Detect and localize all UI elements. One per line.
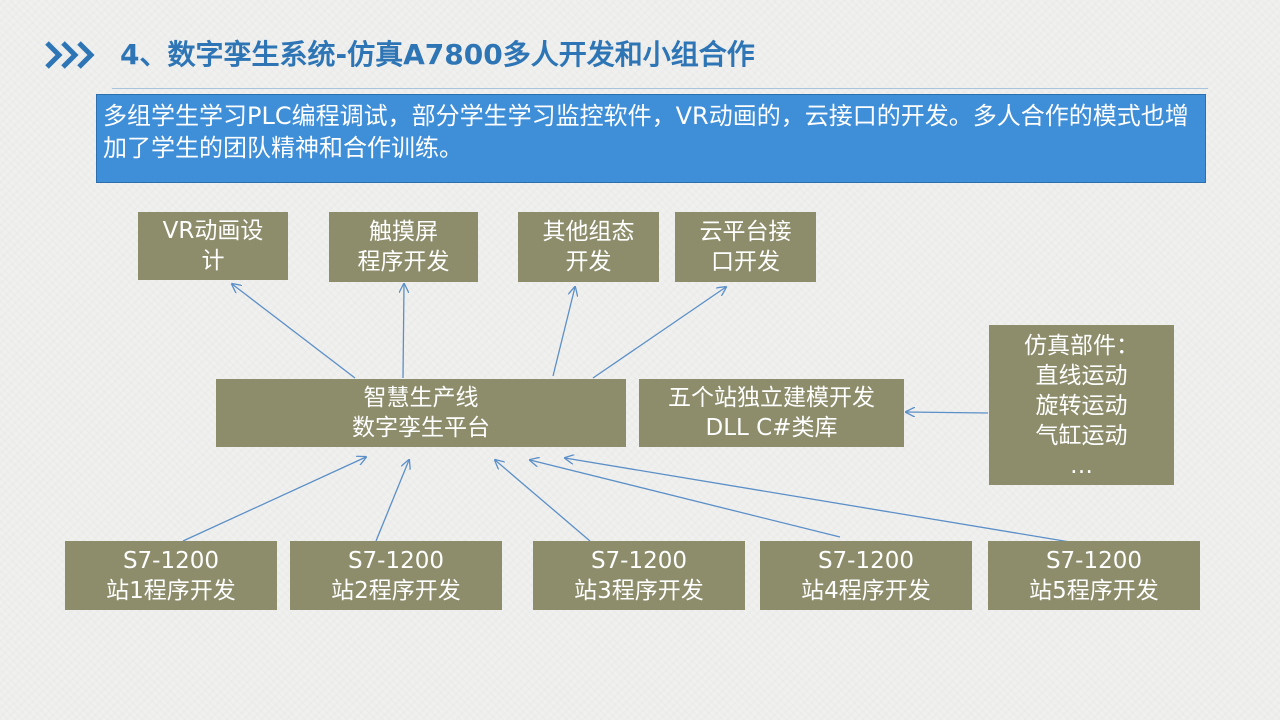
header-divider bbox=[112, 88, 1208, 89]
node-dll-library: 五个站独立建模开发 DLL C#类库 bbox=[639, 379, 904, 447]
double-chevron-right-icon bbox=[45, 41, 95, 69]
arrow-station3-to-platform bbox=[495, 460, 591, 542]
node-station-3: S7-1200 站3程序开发 bbox=[533, 541, 745, 610]
node-config-dev: 其他组态 开发 bbox=[518, 212, 659, 282]
arrow-platform-to-cloud bbox=[592, 287, 726, 379]
node-vr-animation: VR动画设 计 bbox=[138, 212, 288, 280]
arrow-platform-to-vr bbox=[232, 284, 356, 379]
arrow-station4-to-platform bbox=[530, 460, 841, 538]
arrow-station2-to-platform bbox=[375, 460, 409, 542]
arrow-parts-to-dll bbox=[906, 412, 989, 413]
node-simulation-parts: 仿真部件： 直线运动 旋转运动 气缸运动 … bbox=[989, 325, 1174, 485]
arrow-platform-to-config bbox=[552, 287, 575, 377]
arrow-platform-to-touchscreen bbox=[403, 284, 404, 379]
node-station-5: S7-1200 站5程序开发 bbox=[988, 541, 1200, 610]
node-cloud-interface-dev: 云平台接 口开发 bbox=[675, 212, 816, 282]
node-digital-twin-platform: 智慧生产线 数字孪生平台 bbox=[216, 379, 626, 447]
node-touchscreen-dev: 触摸屏 程序开发 bbox=[329, 212, 478, 282]
intro-text-box: 多组学生学习PLC编程调试，部分学生学习监控软件，VR动画的，云接口的开发。多人… bbox=[96, 94, 1206, 183]
node-station-2: S7-1200 站2程序开发 bbox=[290, 541, 502, 610]
page-title: 4、数字孪生系统-仿真A7800多人开发和小组合作 bbox=[120, 38, 755, 71]
arrow-station5-to-platform bbox=[565, 458, 1071, 543]
node-station-4: S7-1200 站4程序开发 bbox=[760, 541, 972, 610]
arrow-station1-to-platform bbox=[182, 457, 366, 542]
node-station-1: S7-1200 站1程序开发 bbox=[65, 541, 277, 610]
